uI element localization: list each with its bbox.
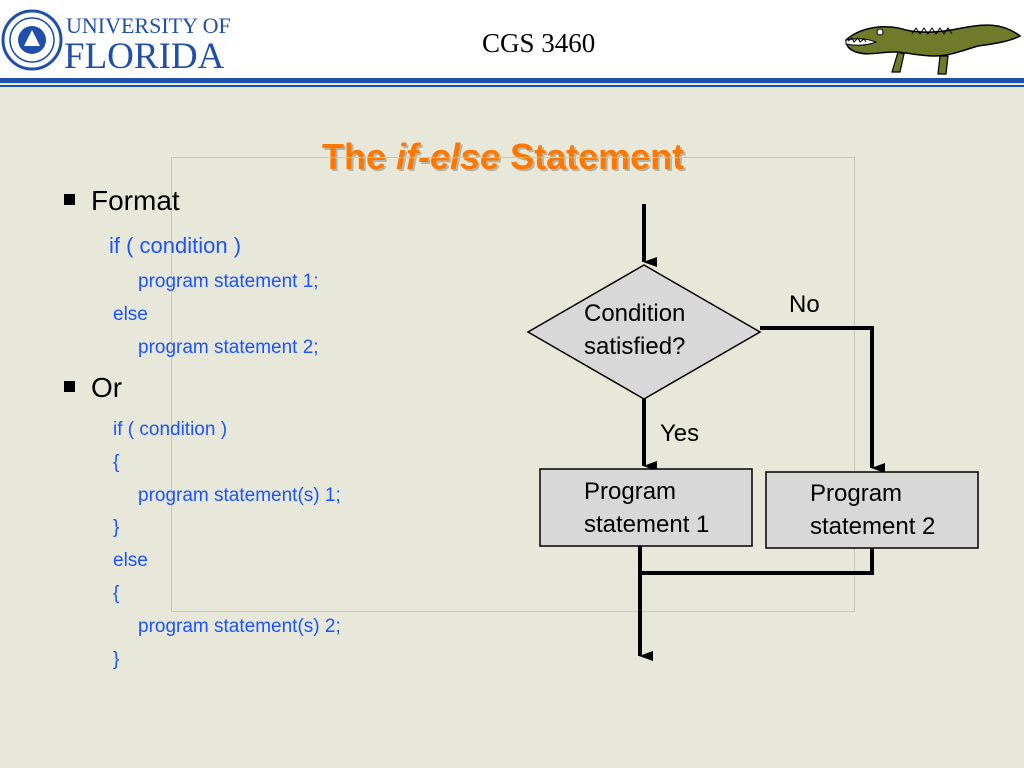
logo-line1: UNIVERSITY OF [66,13,231,38]
no-branch-arrow [760,326,885,473]
code-line: else [113,550,148,571]
decision-text: Condition satisfied? [584,297,685,363]
statement2-text: Program statement 2 [810,477,935,543]
yes-label: Yes [660,420,700,447]
title-suffix: Statement [500,136,685,177]
course-code: CGS 3460 [482,28,596,58]
statement1-text: Program statement 1 [584,475,709,541]
code-line: program statement 1; [138,271,319,292]
bullet-or-label: Or [91,372,123,403]
code-line: if ( condition ) [113,419,228,440]
bullet-format: Format [64,185,180,217]
logo-line2: FLORIDA [64,36,225,74]
placeholder-frame [171,157,855,612]
slide-header: UNIVERSITY OF FLORIDA CGS 3460 [0,0,1024,78]
code-line: program statement(s) 2; [138,616,341,637]
box1-line2: statement 1 [584,511,710,538]
square-bullet-icon [64,194,75,206]
university-of-florida-logo: UNIVERSITY OF FLORIDA [0,2,234,74]
box1-line1: Program [584,478,677,505]
alligator-mascot-icon [845,24,1022,75]
code-line: { [113,452,120,473]
statement1-box [539,468,753,547]
slide-title: The if-else Statement [322,136,684,178]
header-divider-thin [0,85,1024,87]
box2-line1: Program [810,480,903,507]
code-line: else [113,304,148,325]
header-divider [0,78,1024,83]
code-line: program statement 2; [138,337,319,358]
box2-line2: statement 2 [810,513,936,540]
no-label: No [789,291,820,318]
merge-line [640,548,874,575]
code-line: } [113,649,120,670]
bullet-format-label: Format [91,185,180,216]
title-keyword: if-else [396,136,501,177]
decision-line1: Condition [584,300,686,327]
decision-line2: satisfied? [584,333,686,360]
code-line: program statement(s) 1; [138,485,341,506]
code-line: if ( condition ) [109,233,242,258]
square-bullet-icon [64,381,75,393]
statement2-box [765,471,979,549]
bullet-or: Or [64,372,122,404]
code-line: { [113,583,120,604]
code-line: } [113,517,120,538]
title-prefix: The [322,136,397,177]
